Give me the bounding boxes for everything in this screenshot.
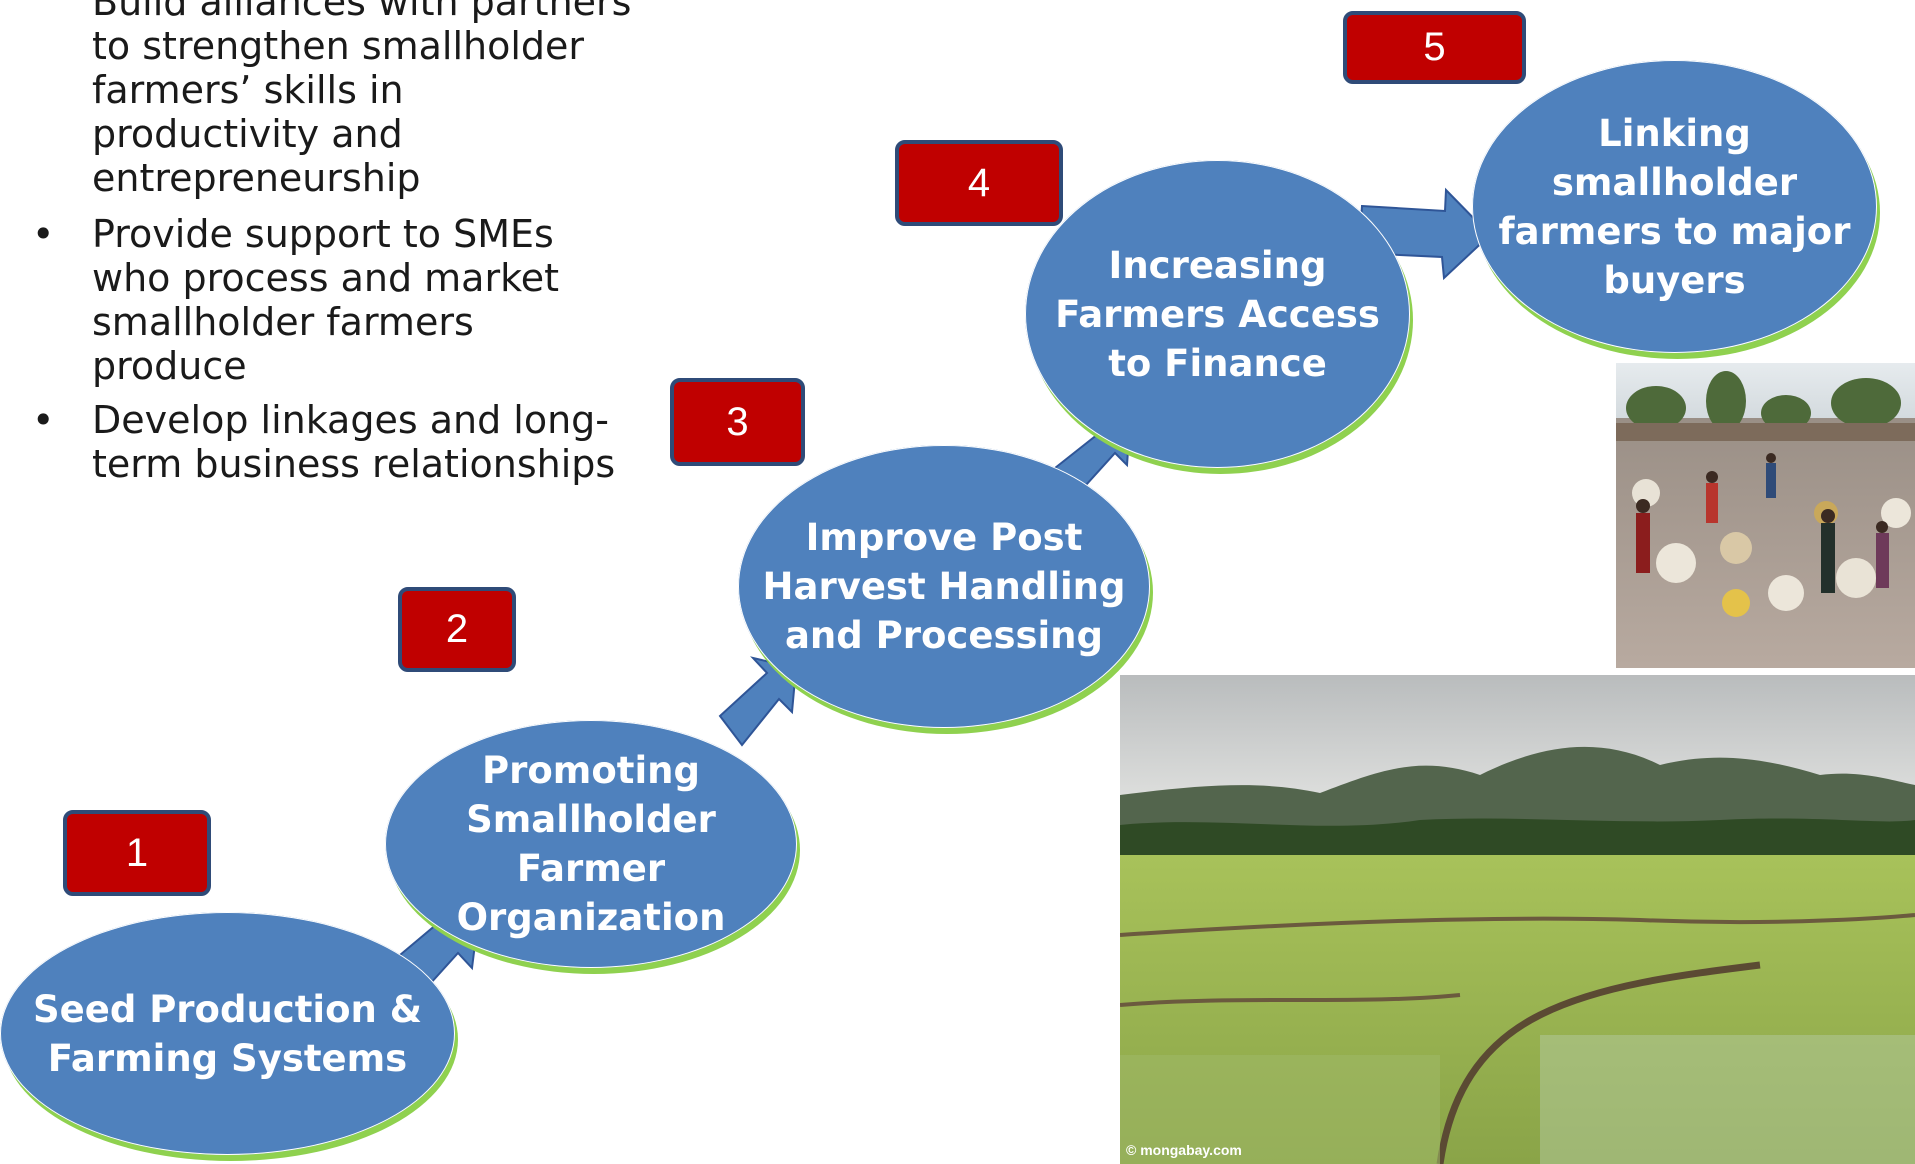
bullet-text-3: Develop linkages and long-term business …: [92, 398, 616, 486]
step-3-ellipse: Improve Post Harvest Handling and Proces…: [738, 445, 1150, 728]
photo-credit: © mongabay.com: [1126, 1142, 1242, 1158]
step-4-label: Increasing Farmers Access to Finance: [1055, 243, 1380, 385]
step-1-label: Seed Production & Farming Systems: [32, 987, 423, 1080]
market-scene-image: [1616, 363, 1915, 668]
bullet-marker: •: [32, 212, 55, 256]
step-4-badge: 4: [895, 140, 1063, 226]
step-1-badge: 1: [63, 810, 211, 896]
bullet-item-1: Build alliances with partners to strengt…: [20, 0, 640, 200]
bullet-item-3: • Develop linkages and long-term busines…: [20, 398, 640, 486]
step-3-badge: 3: [670, 378, 805, 466]
step-2-ellipse: Promoting Smallholder Farmer Organizatio…: [385, 720, 797, 968]
step-1-ellipse: Seed Production & Farming Systems: [0, 912, 455, 1155]
step-5-ellipse: Linking smallholder farmers to major buy…: [1472, 60, 1877, 353]
rice-field-photo: © mongabay.com: [1120, 675, 1915, 1164]
step-5-label: Linking smallholder farmers to major buy…: [1498, 111, 1851, 302]
arrow-2-3: [718, 656, 798, 747]
step-5-badge: 5: [1343, 11, 1526, 84]
bullet-list: Build alliances with partners to strengt…: [20, 0, 640, 496]
bullet-marker: •: [32, 398, 55, 442]
rice-field-scene-image: [1120, 675, 1915, 1164]
step-2-label: Promoting Smallholder Farmer Organizatio…: [456, 749, 726, 939]
step-4-ellipse: Increasing Farmers Access to Finance: [1025, 160, 1410, 468]
step-2-badge: 2: [398, 587, 516, 672]
market-photo: [1616, 363, 1915, 668]
bullet-item-2: • Provide support to SMEs who process an…: [20, 212, 640, 388]
bullet-text-2: Provide support to SMEs who process and …: [92, 212, 560, 388]
step-3-label: Improve Post Harvest Handling and Proces…: [762, 516, 1126, 657]
bullet-text-1: Build alliances with partners to strengt…: [92, 0, 632, 200]
